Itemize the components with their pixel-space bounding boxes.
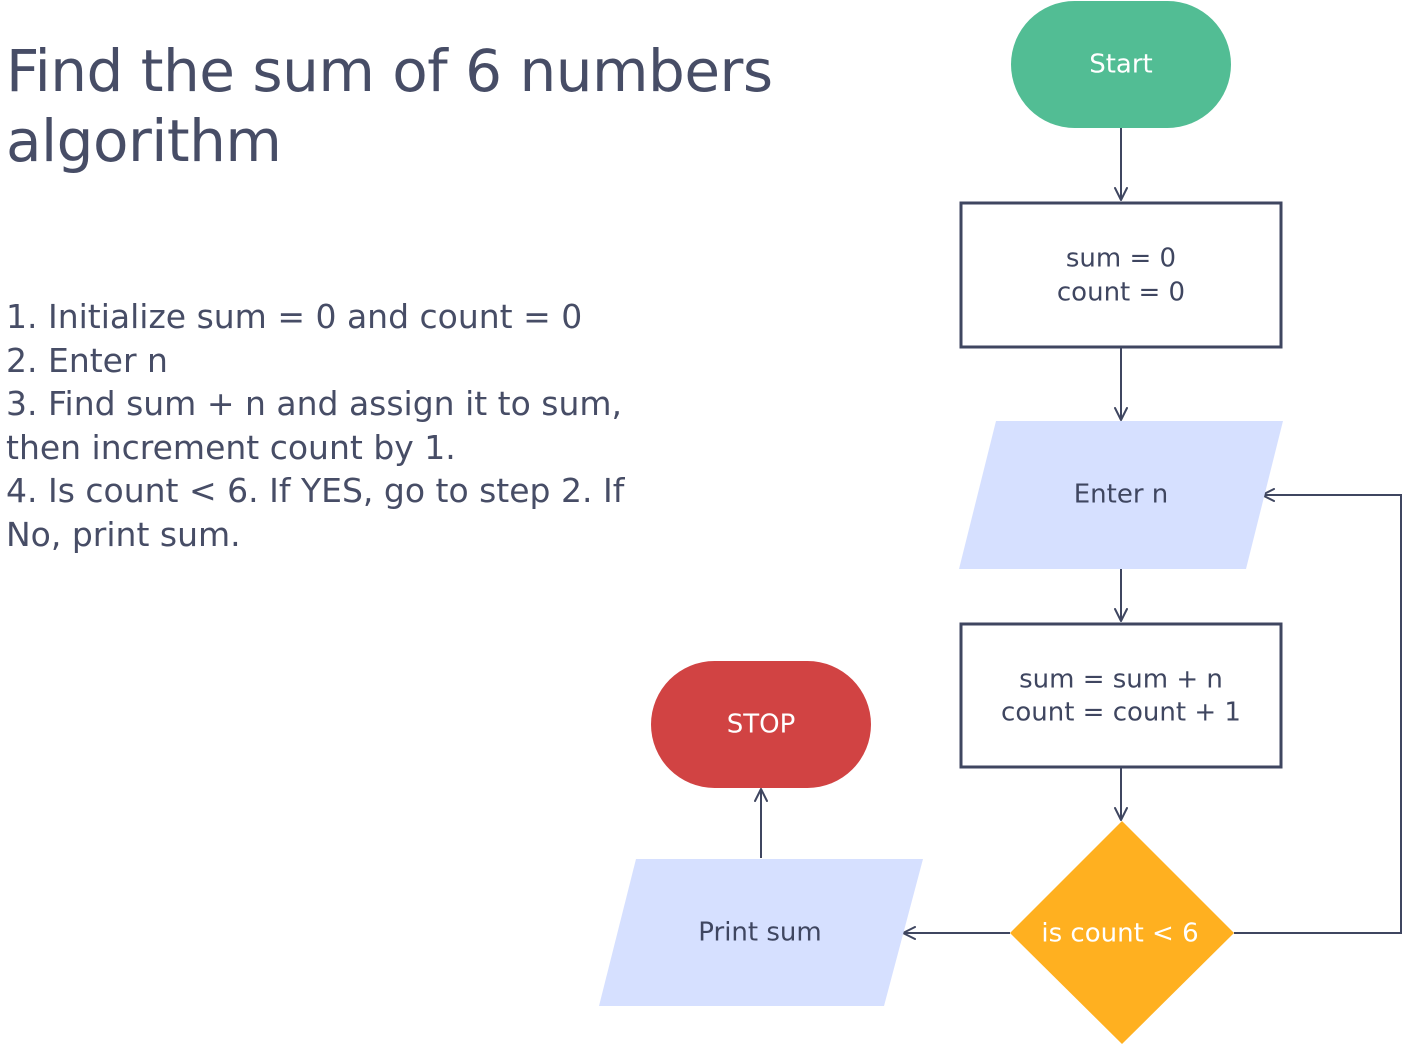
output-label: Print sum [698,918,821,948]
title-line-2: algorithm [6,107,282,175]
decision-label: is count < 6 [1041,919,1198,949]
process-line-2: count = count + 1 [1001,698,1241,728]
init-line-2: count = 0 [1057,278,1185,308]
step-line: 2. Enter n [6,340,168,380]
input-node: Enter n [959,421,1283,569]
init-node: sum = 0 count = 0 [959,201,1283,349]
page-title: Find the sum of 6 numbers algorithm [6,36,826,176]
input-shape [959,421,1283,569]
input-label: Enter n [1074,480,1169,510]
process-line-1: sum = sum + n [1019,665,1223,695]
output-shape [599,859,923,1006]
step-line: 4. Is count < 6. If YES, go to step 2. I… [6,471,625,510]
stop-label: STOP [727,710,796,740]
process-node: sum = sum + n count = count + 1 [959,622,1283,769]
step-line: then increment count by 1. [6,427,456,467]
title-line-1: Find the sum of 6 numbers [6,37,773,105]
decision-node: is count < 6 [1010,821,1234,1044]
decision-shape [1010,821,1234,1044]
init-shape [959,201,1283,349]
step-line: 3. Find sum + n and assign it to sum, [6,384,623,423]
init-line-1: sum = 0 [1066,244,1176,274]
stop-node: STOP [651,661,871,788]
start-shape [1011,1,1231,128]
start-node: Start [1011,1,1231,128]
process-shape [959,622,1283,769]
edge-decision-loop-to-input [1234,488,1402,934]
step-line: No, print sum. [6,514,241,554]
algorithm-steps: 1. Initialize sum = 0 and count = 0 2. E… [6,295,666,556]
stop-shape [651,661,871,788]
start-label: Start [1089,50,1153,80]
step-line: 1. Initialize sum = 0 and count = 0 [6,297,583,336]
output-node: Print sum [599,859,923,1006]
